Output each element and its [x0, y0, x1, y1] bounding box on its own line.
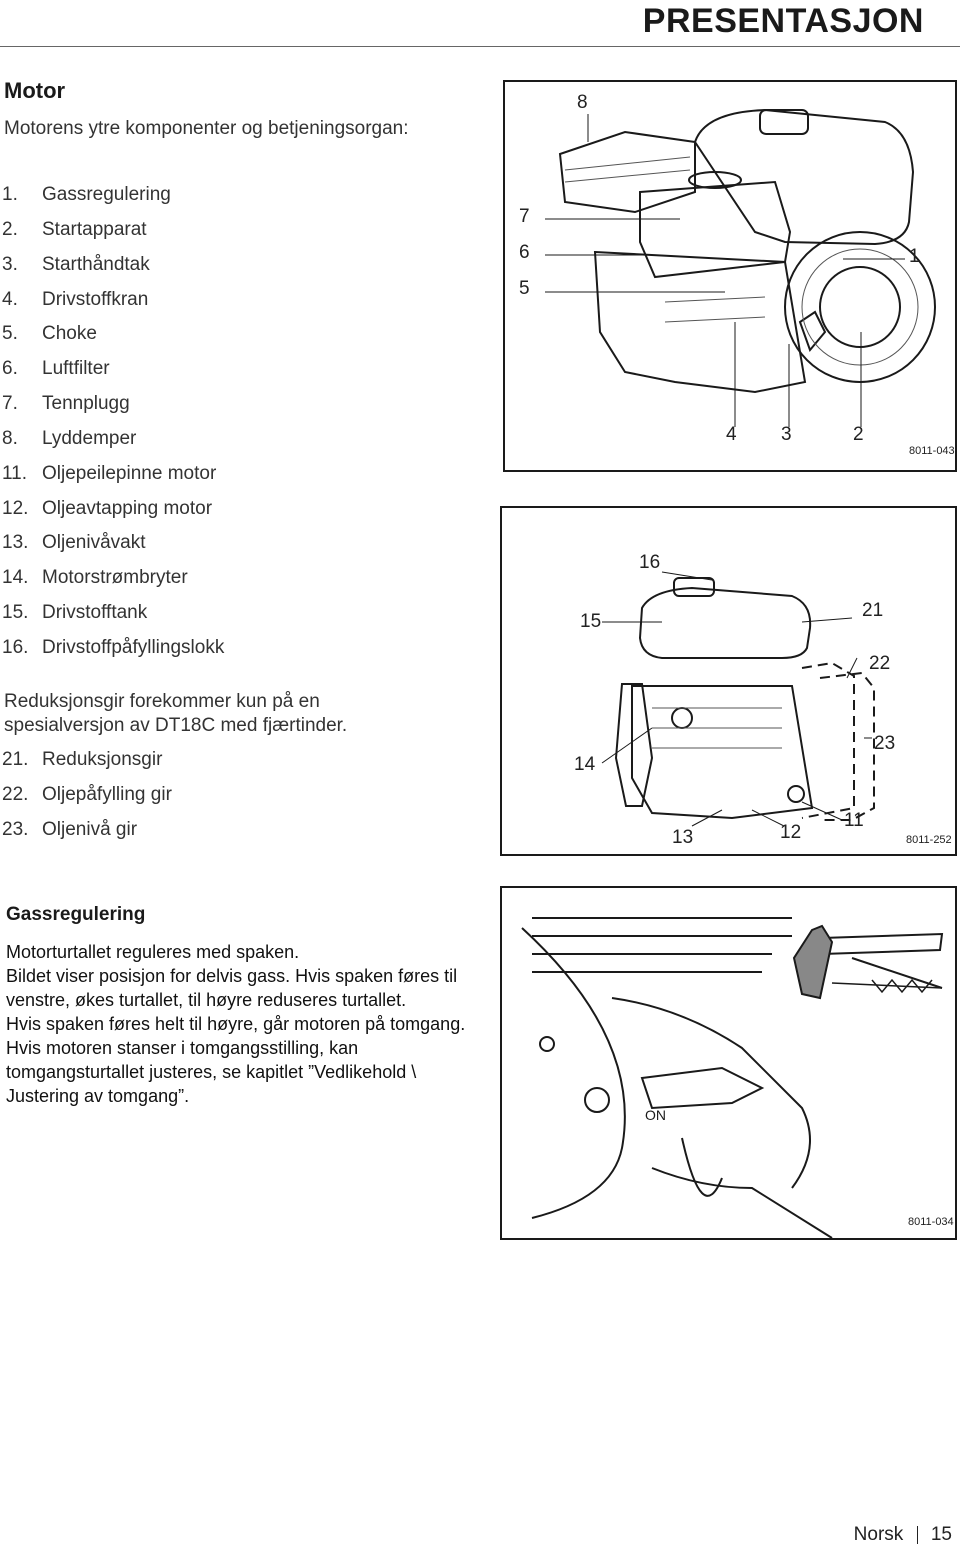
list-item: 2. Startapparat — [0, 219, 224, 254]
list-item: 8. Lyddemper — [0, 428, 224, 463]
callout-13: 13 — [672, 827, 694, 848]
item-label: Drivstoffkran — [42, 288, 149, 310]
item-number: 11. — [2, 462, 28, 484]
list-item: 4. Drivstoffkran — [0, 289, 224, 324]
callout-8: 8 — [577, 92, 588, 113]
item-number: 2. — [2, 218, 18, 240]
paragraph: Hvis spaken føres helt til høyre, går mo… — [6, 1014, 466, 1106]
parts-list: 1. Gassregulering 2. Startapparat 3. Starth… — [0, 184, 224, 672]
list-item: 7. Tennplugg — [0, 393, 224, 428]
item-label: Drivstoffpåfyllingslokk — [42, 636, 225, 658]
paragraph: Motorturtallet reguleres med spaken. — [6, 942, 300, 962]
item-number: 8. — [2, 427, 18, 449]
item-label: Lyddemper — [42, 427, 137, 449]
item-number: 7. — [2, 393, 18, 415]
gear-note: Reduksjonsgir forekommer kun på en spesi… — [4, 690, 347, 738]
list-item: 3. Starthåndtak — [0, 254, 224, 289]
gear-note-line-2: spesialversjon av DT18C med fjærtinder. — [4, 715, 348, 736]
list-item: 15. Drivstofftank — [0, 602, 224, 637]
callout-11: 11 — [844, 810, 864, 831]
callout-5: 5 — [519, 278, 530, 299]
item-label: Luftfilter — [42, 358, 110, 380]
callout-1: 1 — [909, 246, 920, 267]
footer-language: Norsk — [853, 1524, 904, 1545]
item-label: Tennplugg — [42, 393, 130, 415]
list-item: 1. Gassregulering — [0, 184, 224, 219]
callout-7: 7 — [519, 206, 530, 227]
motor-intro: Motorens ytre komponenter og betjeningso… — [4, 118, 409, 139]
list-item: 21. Reduksjonsgir — [0, 749, 172, 784]
callout-12: 12 — [780, 822, 802, 843]
figure-code: 8011-252 — [906, 834, 952, 846]
list-item: 13. Oljenivåvakt — [0, 532, 224, 567]
item-number: 14. — [2, 567, 29, 589]
callout-22: 22 — [869, 653, 891, 674]
item-label: Oljepåfylling gir — [42, 784, 172, 805]
list-item: 14. Motorstrømbryter — [0, 567, 224, 602]
item-label: Oljenivåvakt — [42, 532, 146, 554]
callout-6: 6 — [519, 242, 530, 263]
item-number: 6. — [2, 358, 18, 380]
callout-21: 21 — [862, 600, 884, 621]
callout-3: 3 — [781, 424, 792, 445]
gear-engine-illustration — [601, 571, 875, 827]
item-label: Oljenivå gir — [42, 819, 138, 840]
figure-code: 8011-043 — [909, 445, 955, 457]
item-number: 5. — [2, 323, 18, 345]
item-number: 16. — [2, 636, 29, 658]
reduction-gear-figure: 16 15 21 22 23 14 13 12 11 8011-252 — [500, 506, 957, 856]
callout-14: 14 — [574, 754, 596, 775]
list-item: 22. Oljepåfylling gir — [0, 784, 172, 819]
callout-16: 16 — [639, 552, 661, 573]
page-footer: Norsk 15 — [854, 1524, 952, 1546]
engine-figure: 8 7 6 5 1 4 3 2 8011-043 — [503, 80, 957, 472]
throttle-lever — [792, 924, 834, 1000]
gassregulering-heading: Gassregulering — [6, 904, 146, 925]
callout-23: 23 — [874, 733, 896, 754]
list-item: 5. Choke — [0, 323, 224, 358]
list-item: 6. Luftfilter — [0, 358, 224, 393]
page-title: PRESENTASJON — [642, 2, 924, 40]
callout-15: 15 — [580, 611, 602, 632]
callout-2: 2 — [853, 424, 864, 445]
page-number: 15 — [930, 1524, 952, 1545]
list-item: 23. Oljenivå gir — [0, 819, 172, 854]
item-number: 22. — [2, 784, 29, 805]
item-label: Drivstofftank — [42, 602, 148, 624]
list-item: 11. Oljepeilepinne motor — [0, 463, 224, 498]
item-number: 15. — [2, 602, 29, 624]
paragraph: Bildet viser posisjon for delvis gass. H… — [6, 966, 458, 1010]
engine-illustration — [545, 108, 936, 427]
gassregulering-text: Motorturtallet reguleres med spaken. Bil… — [6, 940, 466, 1108]
gear-note-line-1: Reduksjonsgir forekommer kun på en — [4, 691, 320, 712]
throttle-illustration: ON — [521, 917, 944, 1239]
title-divider — [0, 46, 960, 47]
callout-4: 4 — [726, 424, 737, 445]
item-label: Motorstrømbryter — [42, 567, 188, 589]
item-number: 1. — [2, 184, 18, 205]
gear-parts-list: 21. Reduksjonsgir 22. Oljepåfylling gir 23… — [0, 749, 172, 854]
on-marking: ON — [645, 1107, 666, 1123]
item-label: Oljeavtapping motor — [42, 497, 213, 519]
footer-divider — [916, 1525, 918, 1544]
figure-code: 8011-034 — [908, 1216, 954, 1228]
item-label: Starthåndtak — [42, 253, 150, 275]
item-number: 23. — [2, 819, 29, 840]
list-item: 12. Oljeavtapping motor — [0, 498, 224, 533]
item-number: 3. — [2, 253, 18, 275]
list-item: 16. Drivstoffpåfyllingslokk — [0, 637, 224, 672]
item-label: Startapparat — [42, 218, 147, 240]
item-label: Oljepeilepinne motor — [42, 462, 217, 484]
item-number: 13. — [2, 532, 29, 554]
item-number: 12. — [2, 497, 29, 519]
item-number: 21. — [2, 749, 29, 770]
item-label: Choke — [42, 323, 97, 345]
item-number: 4. — [2, 288, 18, 310]
item-label: Reduksjonsgir — [42, 749, 163, 770]
motor-heading: Motor — [4, 78, 66, 103]
item-label: Gassregulering — [42, 184, 171, 205]
throttle-figure: ON 8011-034 — [500, 886, 957, 1240]
